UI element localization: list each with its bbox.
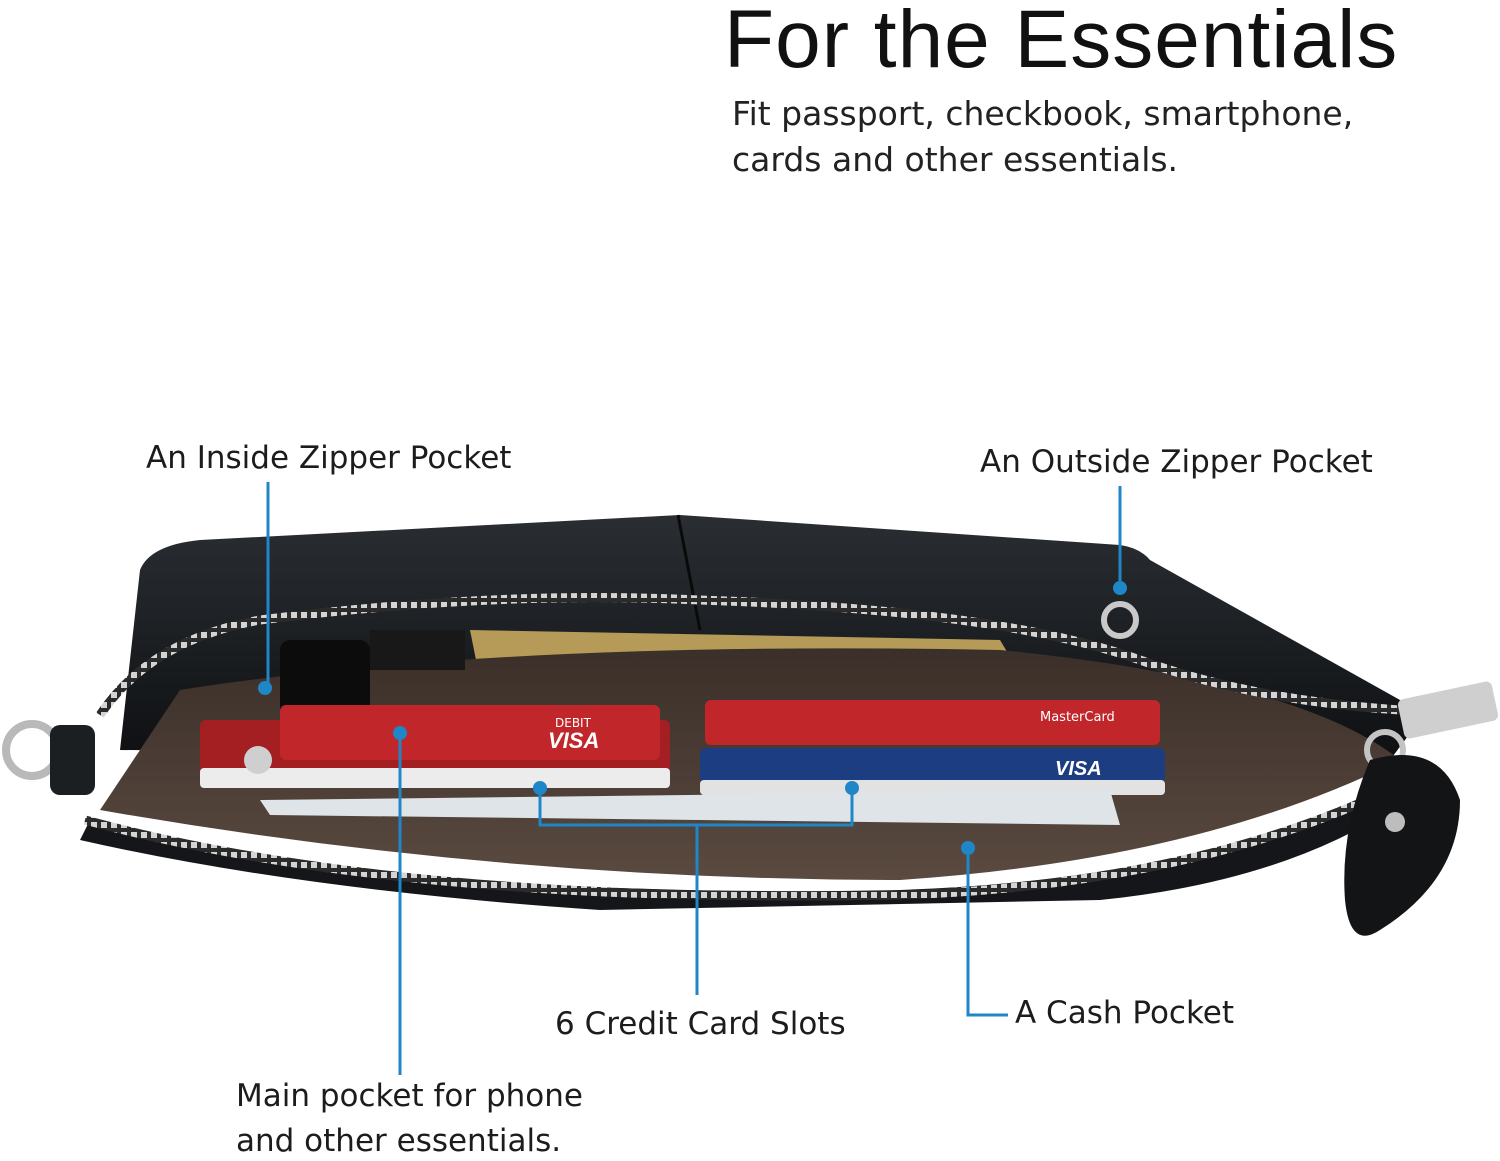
card-left-brand: VISA xyxy=(548,728,599,753)
page-title: For the Essentials xyxy=(724,0,1399,85)
callout-card-slots: 6 Credit Card Slots xyxy=(555,1006,846,1042)
callout-lines xyxy=(266,482,1122,1075)
card-right-mastercard: MasterCard xyxy=(1040,710,1115,725)
callout-dots xyxy=(258,581,1127,855)
outside-zipper-ring xyxy=(1101,601,1139,639)
callout-inside-zipper: An Inside Zipper Pocket xyxy=(146,440,512,476)
top-zipper xyxy=(96,593,1401,718)
card-right-brand: VISA xyxy=(1055,758,1102,780)
panel-seam xyxy=(676,514,702,631)
card-right-top xyxy=(705,700,1160,745)
subtitle-line-2: cards and other essentials. xyxy=(732,140,1179,179)
zipper-pull-leather xyxy=(1344,755,1460,936)
card-left-front xyxy=(280,705,660,760)
callout-main-pocket-line-2: and other essentials. xyxy=(236,1123,562,1159)
bottom-zipper xyxy=(83,775,1413,901)
cash-bills xyxy=(260,790,1120,825)
callout-outside-zipper: An Outside Zipper Pocket xyxy=(980,444,1373,480)
inside-zipper-pull xyxy=(244,746,272,774)
line-cash-pocket xyxy=(966,848,1008,1017)
card-right-blue xyxy=(700,748,1165,783)
subtitle-line-1: Fit passport, checkbook, smartphone, xyxy=(732,94,1354,133)
callout-main-pocket-line-1: Main pocket for phone xyxy=(236,1078,583,1114)
zipper-pull-metal xyxy=(1398,681,1498,739)
callout-cash-pocket: A Cash Pocket xyxy=(1015,995,1235,1031)
card-left-type: DEBIT xyxy=(555,716,592,730)
